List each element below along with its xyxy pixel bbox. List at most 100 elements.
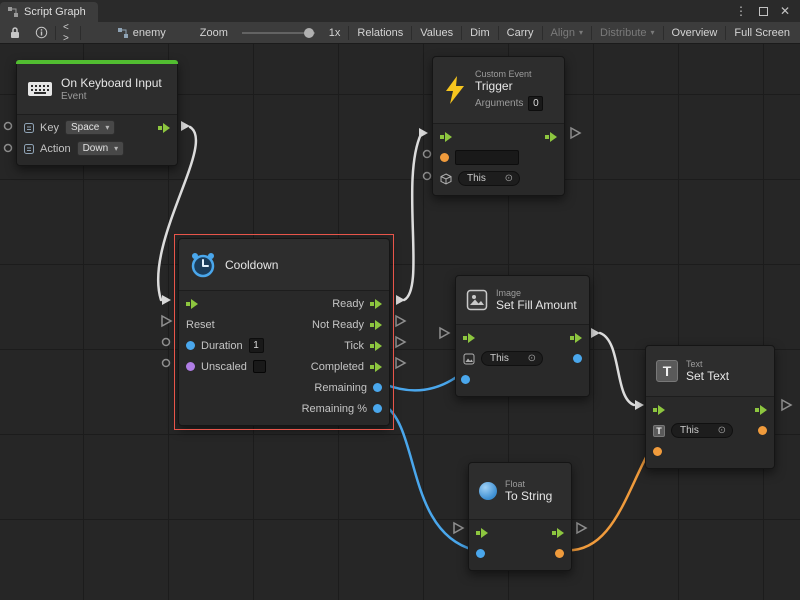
toolbar-button-overview[interactable]: Overview [664, 22, 726, 44]
toolbar-button-relations[interactable]: Relations [349, 22, 411, 44]
settext-control-out-port[interactable] [781, 398, 793, 412]
float-port[interactable] [186, 341, 195, 350]
this-dropdown[interactable]: This⊙ [458, 171, 520, 186]
keyboard-control-out-port[interactable] [181, 121, 190, 131]
graph-breadcrumb[interactable]: enemy [109, 22, 174, 44]
trigger-target-value-port[interactable] [422, 171, 432, 181]
keyboard-key-value-port[interactable] [3, 121, 13, 131]
code-view-icon[interactable]: < > [63, 21, 69, 44]
cooldown-duration-value-port[interactable] [161, 337, 171, 347]
wire-remainingpct-to-tostring[interactable] [382, 403, 476, 552]
wire-keyboard-to-cooldown[interactable] [156, 125, 198, 302]
button-label: Values [420, 26, 454, 39]
port-row-value [646, 441, 774, 462]
control-input-arrow[interactable] [186, 298, 198, 309]
image-icon [466, 289, 488, 311]
tostring-control-in-port[interactable] [453, 521, 465, 535]
trigger-control-in-port[interactable] [419, 128, 428, 138]
arguments-field[interactable]: 0 [528, 96, 544, 111]
cooldown-unscaled-value-port[interactable] [161, 358, 171, 368]
setfill-control-in-port[interactable] [439, 326, 451, 340]
settext-control-in-port[interactable] [635, 400, 644, 410]
dropdown-value: Down [82, 143, 109, 154]
control-output-arrow[interactable] [570, 332, 582, 343]
float-output-port[interactable] [373, 404, 382, 413]
float-output-port[interactable] [373, 383, 382, 392]
control-input-arrow[interactable] [440, 131, 452, 142]
tostring-control-out-port[interactable] [576, 521, 588, 535]
this-dropdown[interactable]: This⊙ [481, 351, 543, 366]
maximize-icon[interactable] [758, 6, 768, 16]
toolbar-button-distribute[interactable]: Distribute▾ [592, 22, 662, 44]
wire-setfill-to-settext[interactable] [598, 331, 636, 407]
toolbar-button-fullscreen[interactable]: Full Screen [726, 22, 798, 44]
cooldown-completed-out-port[interactable] [395, 356, 407, 370]
node-set-text[interactable]: T Text Set Text T This⊙ [645, 345, 775, 469]
target-picker-icon: ⊙ [717, 424, 726, 436]
node-custom-event-trigger[interactable]: Custom Event Trigger Arguments 0 This⊙ [432, 56, 565, 196]
button-label: Align [550, 26, 576, 39]
node-set-fill-amount[interactable]: Image Set Fill Amount This⊙ [455, 275, 590, 397]
cooldown-reset-port[interactable] [161, 314, 173, 328]
control-output-arrow[interactable] [370, 340, 382, 351]
control-output-arrow[interactable] [545, 131, 557, 142]
zoom-slider-thumb[interactable] [303, 27, 314, 38]
lock-icon[interactable] [2, 22, 28, 44]
control-output-arrow[interactable] [158, 122, 170, 133]
port-row-target: This⊙ [456, 348, 589, 369]
unscaled-checkbox[interactable] [252, 360, 266, 373]
node-on-keyboard-input[interactable]: On Keyboard Input Event Key Space▾ Actio… [16, 60, 178, 166]
action-dropdown[interactable]: Down▾ [76, 141, 125, 156]
tab-script-graph[interactable]: Script Graph [0, 2, 98, 22]
string-input-port[interactable] [653, 447, 662, 456]
toolbar-button-dim[interactable]: Dim [462, 22, 498, 44]
duration-field[interactable]: 1 [248, 338, 264, 353]
cooldown-notready-out-port[interactable] [395, 314, 407, 328]
graph-asset-icon [117, 27, 129, 39]
string-port[interactable] [440, 153, 449, 162]
control-input-arrow[interactable] [653, 404, 665, 415]
event-name-field[interactable] [455, 150, 519, 165]
text-output-port[interactable] [758, 426, 767, 435]
string-output-port[interactable] [555, 549, 564, 558]
text-mini-icon: T [653, 424, 665, 437]
control-output-arrow[interactable] [755, 404, 767, 415]
control-input-arrow[interactable] [476, 527, 488, 538]
button-label: Distribute [600, 26, 647, 39]
float-input-port[interactable] [476, 549, 485, 558]
toolbar-button-values[interactable]: Values [412, 22, 461, 44]
float-icon [479, 482, 497, 500]
wire-remaining-to-fillamount[interactable] [382, 374, 460, 392]
trigger-control-out-port[interactable] [570, 126, 582, 140]
setfill-control-out-port[interactable] [591, 328, 600, 338]
control-output-arrow[interactable] [370, 361, 382, 372]
node-to-string[interactable]: Float To String [468, 462, 572, 571]
key-dropdown[interactable]: Space▾ [64, 120, 116, 135]
control-output-arrow[interactable] [370, 298, 382, 309]
keyboard-action-value-port[interactable] [3, 143, 13, 153]
fill-amount-port[interactable] [461, 375, 470, 384]
control-output-arrow[interactable] [370, 319, 382, 330]
trigger-name-value-port[interactable] [422, 149, 432, 159]
window-menu-icon[interactable]: ⋮ [734, 4, 747, 18]
close-icon[interactable]: ✕ [779, 4, 790, 18]
this-dropdown[interactable]: This⊙ [671, 423, 733, 438]
cooldown-enter-port[interactable] [162, 295, 171, 305]
toolbar-divider [497, 25, 499, 40]
bool-port[interactable] [186, 362, 195, 371]
port-row-fillamount [456, 369, 589, 390]
image-output-port[interactable] [573, 354, 582, 363]
control-input-arrow[interactable] [463, 332, 475, 343]
zoom-slider[interactable] [241, 27, 315, 38]
keyboard-icon [27, 80, 53, 98]
wire-tostring-to-settext[interactable] [560, 446, 653, 552]
cooldown-tick-out-port[interactable] [395, 335, 407, 349]
wire-ready-to-trigger[interactable] [402, 132, 423, 302]
info-icon[interactable] [28, 22, 55, 44]
toolbar-button-align[interactable]: Align▾ [543, 22, 591, 44]
toolbar-button-carry[interactable]: Carry [499, 22, 542, 44]
cooldown-ready-out-port[interactable] [396, 295, 405, 305]
control-output-arrow[interactable] [552, 527, 564, 538]
